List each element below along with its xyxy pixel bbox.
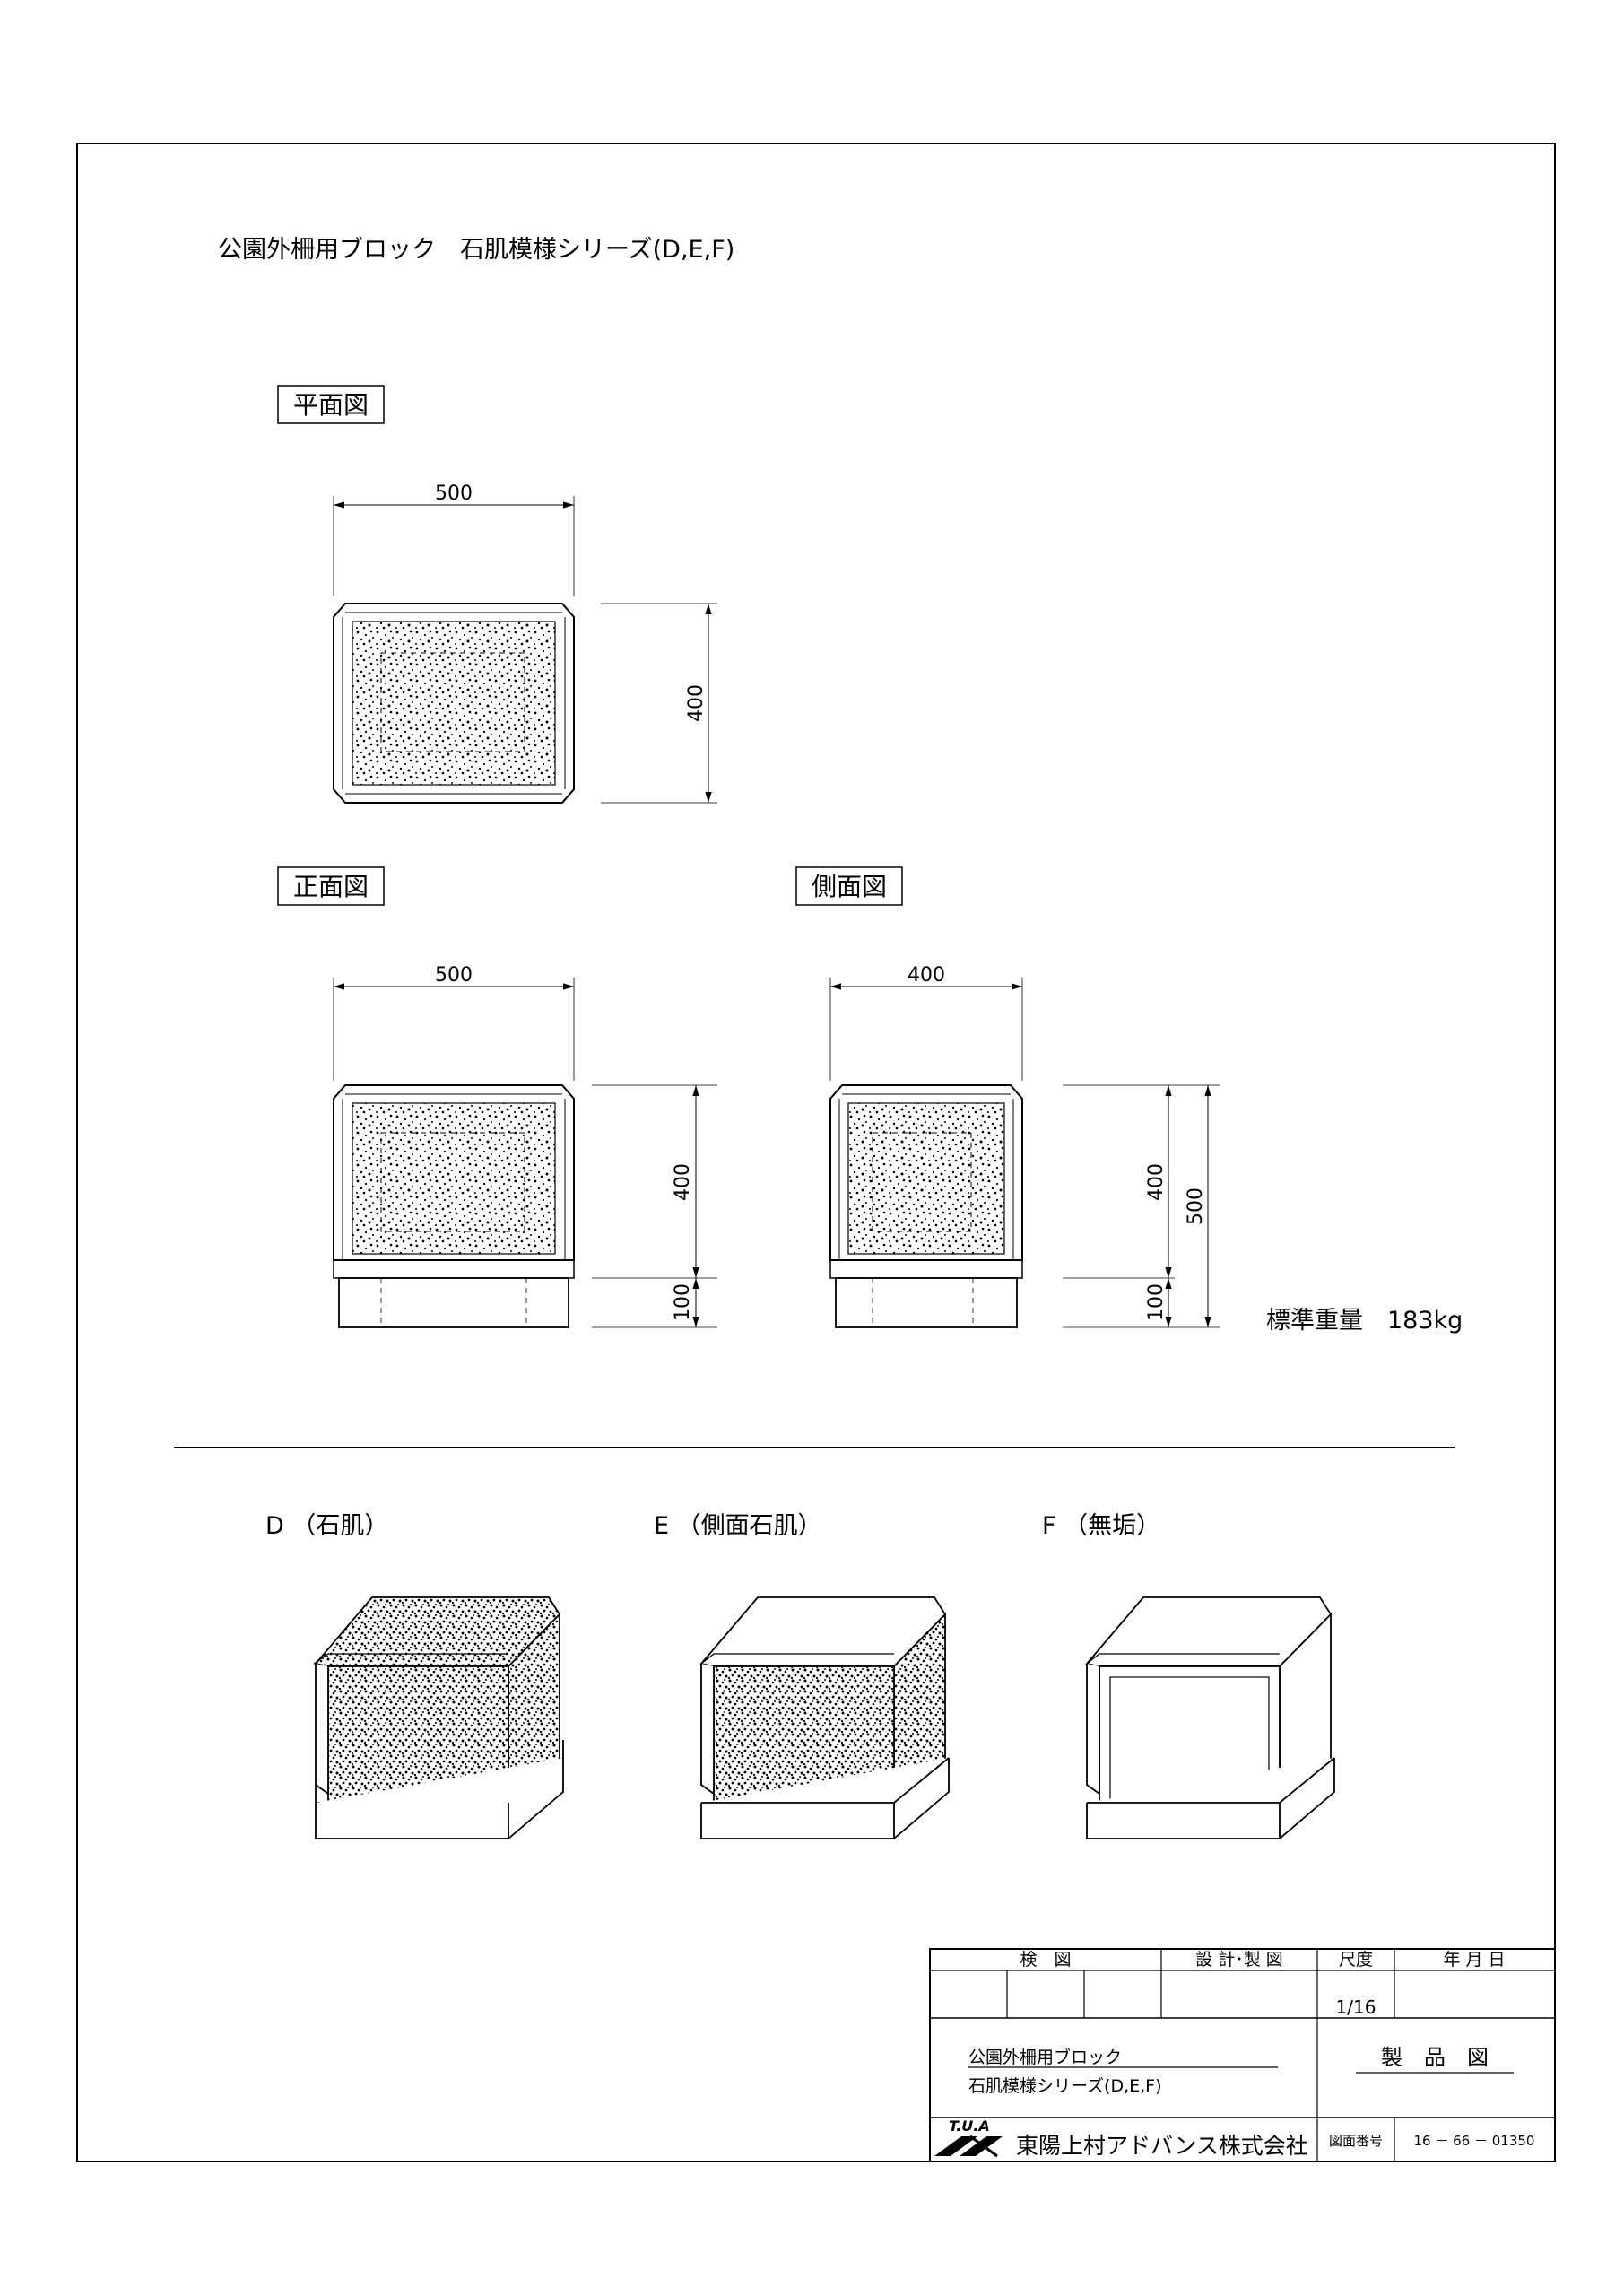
plan-width-dim: 500 (435, 483, 473, 505)
tb-drawing-no: 16 － 66 － 01350 (1414, 2133, 1535, 2149)
company-logo: T.U.A (934, 2118, 1003, 2158)
side-body-dim: 400 (1145, 1163, 1168, 1201)
tb-drawing-no-label: 図面番号 (1329, 2133, 1383, 2149)
tb-scale-value: 1/16 (1336, 1996, 1376, 2018)
sheet-border (76, 143, 1556, 2162)
front-body-dim: 400 (672, 1163, 694, 1201)
title-block (929, 1948, 1556, 2162)
variant-f-label: F （無垢） (1042, 1512, 1160, 1540)
plan-view (333, 496, 717, 804)
tb-product-line2: 石肌模様シリーズ(D,E,F) (968, 2076, 1162, 2096)
tb-scale-header: 尺度 (1339, 1950, 1373, 1970)
variant-e-label: E （側面石肌） (654, 1512, 822, 1540)
tb-product-line1: 公園外柵用ブロック (968, 2047, 1122, 2067)
variant-f-isometric (1085, 1596, 1335, 1839)
drawing-title: 公園外柵用ブロック 石肌模様シリーズ(D,E,F) (218, 236, 734, 264)
front-label: 正面図 (293, 872, 369, 901)
front-view (333, 978, 717, 1328)
front-width-dim: 500 (435, 964, 473, 987)
side-base-dim: 100 (1145, 1283, 1168, 1321)
tb-company: 東陽上村アドバンス株式会社 (1016, 2133, 1308, 2159)
plan-height-dim: 400 (685, 684, 708, 722)
plan-label-box (277, 385, 385, 424)
tb-design-header: 設 計･製 図 (1195, 1950, 1283, 1970)
front-label-box (277, 866, 385, 906)
side-label-box (795, 866, 903, 906)
variant-e-isometric (699, 1596, 950, 1839)
standard-weight: 標準重量 183kg (1266, 1307, 1463, 1335)
side-total-dim: 500 (1185, 1187, 1207, 1225)
variant-d-isometric (313, 1596, 564, 1839)
side-width-dim: 400 (908, 964, 945, 987)
tb-check-header: 検 図 (1020, 1950, 1071, 1970)
side-view (829, 978, 1220, 1328)
front-base-dim: 100 (672, 1283, 694, 1321)
logo-text: T.U.A (949, 2118, 990, 2135)
plan-label: 平面図 (293, 390, 369, 420)
tb-date-header: 年 月 日 (1443, 1950, 1505, 1970)
tb-drawing-type: 製 品 図 (1381, 2045, 1489, 2070)
side-label: 側面図 (812, 872, 887, 901)
variant-d-label: D （石肌） (265, 1512, 388, 1540)
